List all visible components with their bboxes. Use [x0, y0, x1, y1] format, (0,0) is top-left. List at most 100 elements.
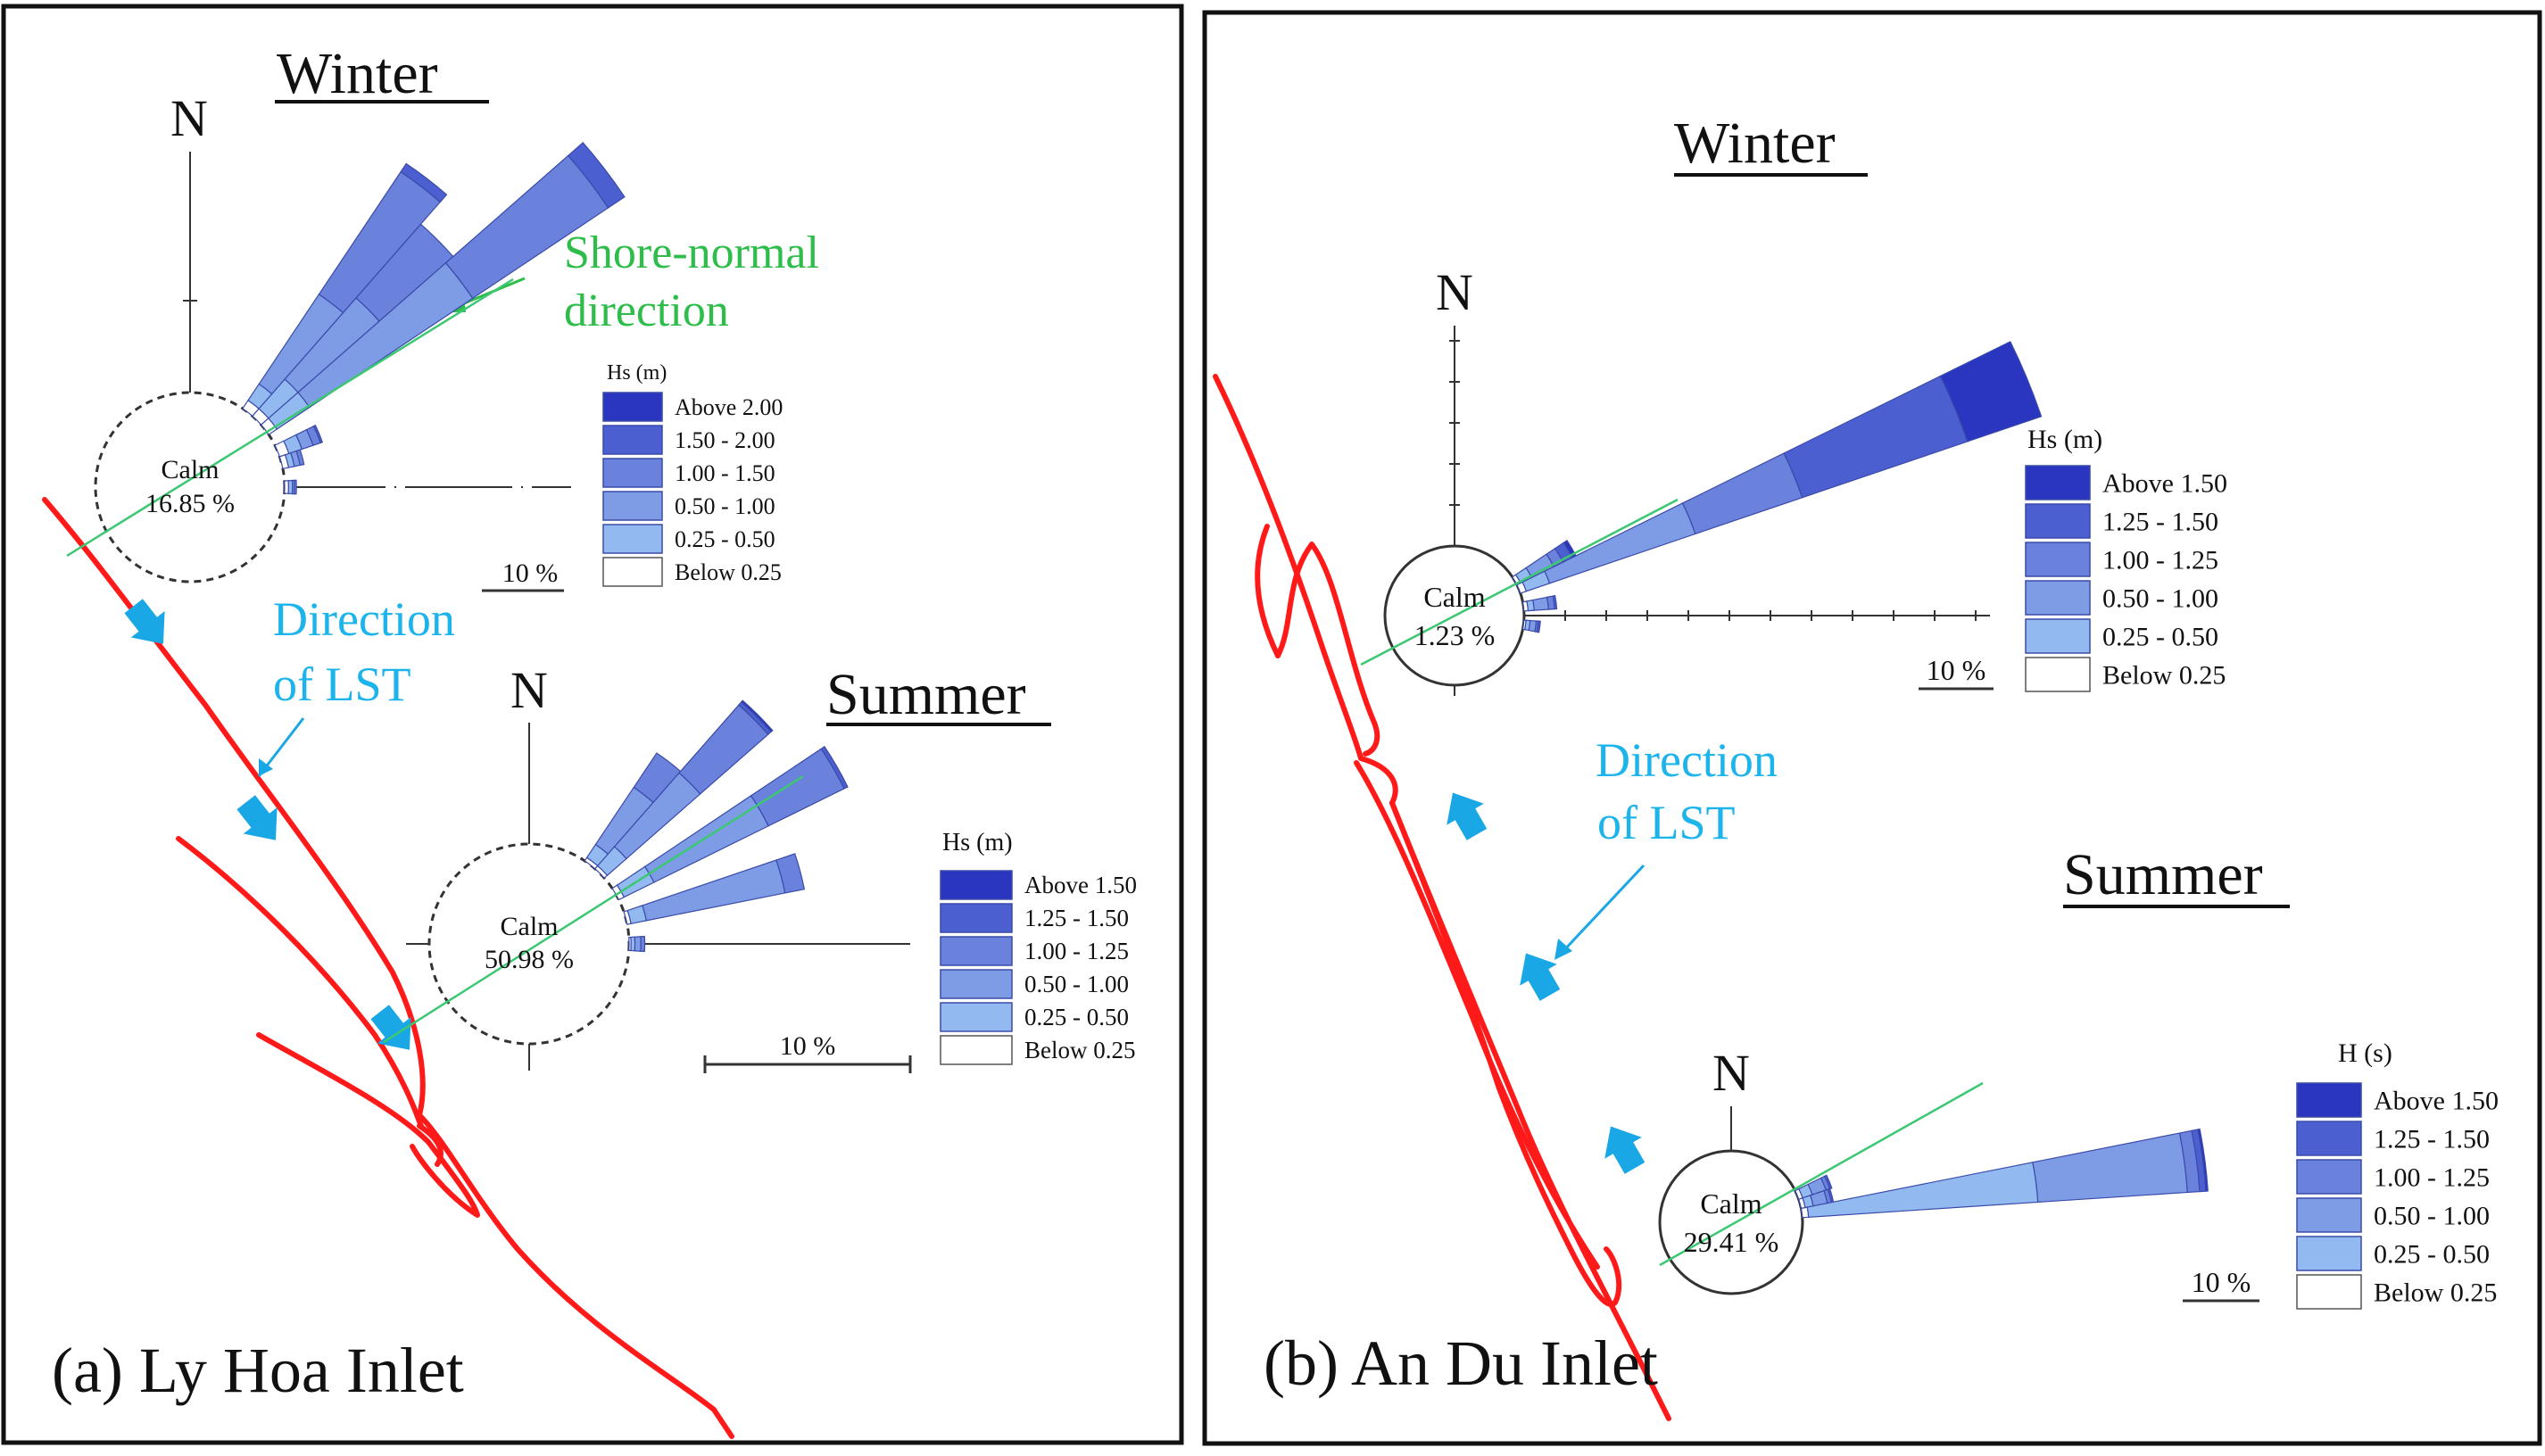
petal-segment	[1532, 596, 1550, 611]
petal-segment	[1552, 594, 1558, 610]
legend-swatch	[2025, 618, 2091, 654]
legend-swatch	[2025, 580, 2091, 616]
panel-b-border	[1202, 10, 2542, 1446]
legend-swatch	[940, 969, 1013, 999]
legend-swatch	[2296, 1159, 2362, 1195]
petals	[1794, 1128, 2209, 1219]
panel-a-border	[1, 4, 1184, 1445]
season-title: Winter	[1674, 111, 1836, 176]
legend-label: 1.00 - 1.25	[2102, 546, 2218, 575]
shore-normal-label-line1: Shore-normal	[564, 228, 819, 278]
petal-segment	[1783, 375, 1969, 499]
petal-segment	[1827, 1187, 1835, 1204]
petal-97.5	[1521, 619, 1541, 633]
legend-swatch	[602, 425, 663, 455]
petal-segment	[1806, 1162, 2039, 1218]
lst-label-line2: of LST	[1597, 796, 1736, 849]
legend-swatch	[2296, 1082, 2362, 1118]
petal-82.5	[1521, 594, 1558, 612]
panel-a: Direction of LST Shore-normal direction …	[1, 4, 1184, 1445]
legend-label: Above 1.50	[2374, 1087, 2499, 1116]
lst-pointer-head	[1554, 939, 1572, 960]
calm-value: 1.23 %	[1414, 619, 1496, 651]
petal-segment	[1823, 1174, 1833, 1190]
legend-label: 0.25 - 0.50	[1024, 1004, 1129, 1030]
legend-label: 1.25 - 1.50	[1024, 905, 1129, 931]
legend-items: Above 1.501.25 - 1.501.00 - 1.250.50 - 1…	[940, 870, 1137, 1065]
scale-label: 10 %	[780, 1031, 836, 1061]
legend-label: 0.25 - 0.50	[2374, 1240, 2490, 1270]
petal-90	[628, 935, 646, 953]
panel-a-caption: (a) Ly Hoa Inlet	[52, 1335, 464, 1406]
calm-value: 16.85 %	[145, 489, 235, 518]
shore-normal-line	[1659, 1081, 1984, 1267]
ly-hoa-coastline	[42, 497, 734, 1439]
rose-b-summer: Summer N Calm 29.41 % 10 % H (s) Above 1…	[1658, 842, 2499, 1310]
petal-90	[284, 479, 297, 495]
north-label: N	[170, 89, 208, 147]
legend-label: 1.50 - 2.00	[675, 427, 775, 453]
petal-segment	[312, 424, 324, 444]
axis-ticks	[1449, 340, 1977, 621]
lst-arrow	[228, 789, 293, 854]
petal-segment	[2032, 1132, 2188, 1204]
legend-label: 1.00 - 1.50	[675, 460, 775, 486]
legend-swatch	[940, 903, 1013, 933]
season-title: Summer	[826, 662, 1026, 727]
legend-swatch	[602, 392, 663, 422]
petal-52.5	[260, 142, 626, 435]
legend-label: Above 2.00	[675, 394, 783, 420]
shore-normal-line	[383, 774, 804, 1044]
calm-circle	[1658, 1149, 1804, 1295]
petals	[584, 699, 849, 953]
legend-swatch	[602, 491, 663, 521]
legend-title: Hs (m)	[607, 361, 667, 385]
petal-segment	[1536, 620, 1541, 633]
season-title: Summer	[2063, 842, 2263, 907]
legend-label: 0.25 - 0.50	[675, 526, 775, 552]
petal-segment	[295, 449, 305, 467]
petal-segment	[1939, 341, 2043, 443]
legend-label: Above 1.50	[1024, 872, 1137, 898]
legend-label: 1.00 - 1.25	[2374, 1163, 2490, 1193]
legend: Hs (m) Above 1.501.25 - 1.501.00 - 1.250…	[940, 829, 1137, 1065]
legend-label: 0.50 - 1.00	[2374, 1202, 2490, 1231]
legend-swatch	[2025, 657, 2091, 692]
petal-37.5	[584, 752, 682, 870]
rose-b-winter: Winter N Calm 1.23 % 10 % Hs (m) Above 1…	[1360, 111, 2227, 696]
lst-arrow	[1434, 782, 1496, 846]
petal-67.5	[1516, 341, 2043, 594]
legend-swatch	[940, 870, 1013, 900]
calm-value: 29.41 %	[1684, 1226, 1779, 1258]
petal-82.5	[1800, 1128, 2209, 1219]
legend-label: Below 0.25	[2374, 1278, 2497, 1308]
petal-segment	[294, 479, 297, 495]
petal-segment	[740, 699, 774, 733]
legend-label: 0.25 - 0.50	[2102, 623, 2218, 652]
season-title: Winter	[277, 41, 438, 106]
legend-items: Above 1.501.25 - 1.501.00 - 1.250.50 - 1…	[2296, 1082, 2499, 1310]
legend-swatch	[2025, 465, 2091, 500]
legend-swatch	[2296, 1197, 2362, 1233]
lst-label-line2: of LST	[273, 658, 411, 711]
legend-label: 0.50 - 1.00	[675, 493, 775, 519]
petal-segment	[567, 142, 626, 209]
petal-37.5	[242, 162, 448, 418]
legend-label: Above 1.50	[2102, 469, 2227, 499]
calm-label: Calm	[1423, 581, 1485, 613]
petal-75	[278, 449, 305, 470]
legend-swatch	[2296, 1274, 2362, 1310]
petals	[242, 142, 626, 495]
legend-label: Below 0.25	[1024, 1037, 1136, 1063]
legend-title: Hs (m)	[2027, 425, 2102, 454]
legend-swatch	[2025, 542, 2091, 577]
legend-title: Hs (m)	[942, 829, 1013, 856]
petals	[1512, 341, 2043, 633]
petal-segment	[775, 853, 806, 894]
legend-swatch	[602, 557, 663, 587]
north-label: N	[1436, 263, 1473, 321]
legend-label: 1.25 - 1.50	[2102, 508, 2218, 537]
calm-circle	[94, 391, 286, 583]
legend-label: Below 0.25	[2102, 661, 2226, 691]
